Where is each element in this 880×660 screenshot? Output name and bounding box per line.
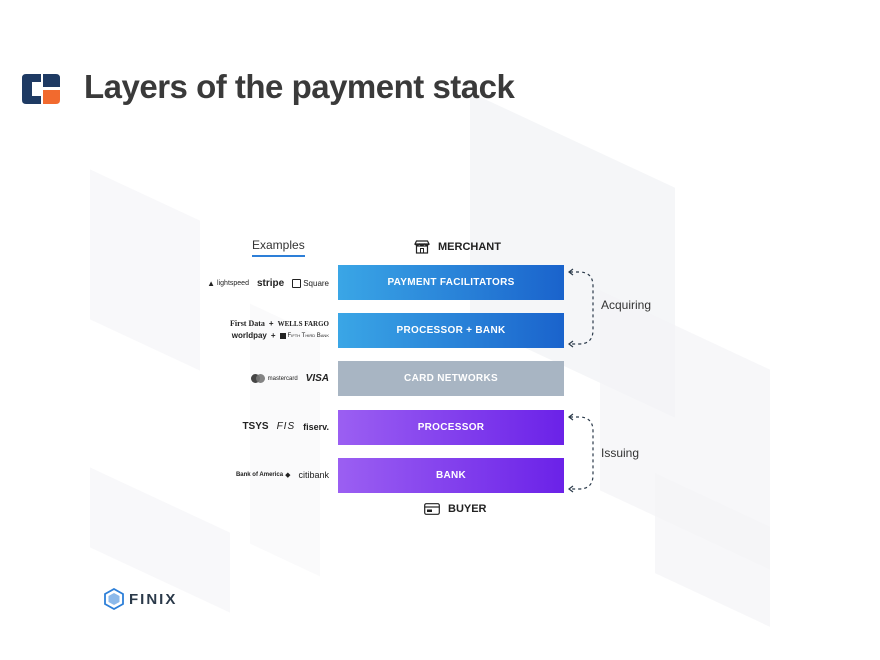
- layer-bank: BANK: [338, 458, 564, 493]
- issuing-bracket: [568, 413, 594, 493]
- mastercard-logo: mastercard: [250, 374, 298, 383]
- examples-bank: Bank of America ◆ citibank: [236, 470, 329, 480]
- finix-logo-icon: [104, 588, 124, 610]
- acquiring-bracket: [568, 268, 594, 348]
- citibank-logo: citibank: [298, 470, 329, 480]
- layer-label: PROCESSOR + BANK: [396, 325, 506, 336]
- example-pair: worldpay + Fifth Third Bank: [232, 331, 329, 340]
- first-data-logo: First Data: [230, 319, 265, 328]
- example-pair: First Data + WELLS FARGO: [230, 319, 329, 328]
- square-icon: [292, 279, 302, 288]
- merchant-endpoint: MERCHANT: [414, 240, 501, 254]
- acquiring-label: Acquiring: [601, 298, 652, 312]
- buyer-endpoint: BUYER: [424, 503, 487, 515]
- layer-label: PROCESSOR: [417, 422, 485, 433]
- worldpay-logo: worldpay: [231, 331, 267, 340]
- page-title: Layers of the payment stack: [84, 68, 515, 105]
- plus-sign: +: [268, 319, 274, 328]
- layer-processor: PROCESSOR: [338, 410, 564, 445]
- fis-logo: FIS: [276, 421, 296, 432]
- layer-payment-facilitators: PAYMENT FACILITATORS: [338, 265, 564, 300]
- fiserv-logo: fiserv.: [303, 421, 329, 432]
- layer-label: BANK: [435, 470, 467, 481]
- examples-payment-facilitators: ▲ lightspeed stripe Square: [207, 278, 329, 289]
- layer-label: PAYMENT FACILITATORS: [387, 277, 515, 288]
- layer-processor-bank: PROCESSOR + BANK: [338, 313, 564, 348]
- bank-of-america-logo: Bank of America ◆: [235, 472, 291, 479]
- background-stripe: [90, 169, 200, 371]
- background-stripe: [250, 303, 320, 577]
- stripe-logo: stripe: [256, 278, 285, 289]
- flag-icon: ◆: [285, 472, 291, 479]
- visa-logo: VISA: [305, 373, 329, 384]
- examples-card-networks: mastercard VISA: [250, 373, 329, 384]
- examples-processor-bank: First Data + WELLS FARGO worldpay + Fift…: [230, 319, 329, 340]
- storefront-icon: [414, 240, 430, 254]
- fifth-third-icon: [279, 332, 286, 339]
- layer-card-networks: CARD NETWORKS: [338, 361, 564, 396]
- buyer-label: BUYER: [448, 503, 487, 515]
- credit-card-icon: [424, 503, 440, 515]
- examples-processor: TSYS FIS fiserv.: [242, 421, 329, 432]
- finix-brand: FINIX: [104, 588, 177, 610]
- lightspeed-logo: ▲ lightspeed: [207, 279, 249, 288]
- examples-heading: Examples: [252, 238, 305, 257]
- mastercard-circles-icon: [250, 374, 265, 383]
- flame-icon: ▲: [207, 279, 216, 288]
- square-logo: Square: [292, 279, 329, 288]
- fifth-third-logo: Fifth Third Bank: [279, 332, 329, 339]
- tsys-logo: TSYS: [242, 421, 269, 432]
- brand-logo-icon: [22, 74, 60, 104]
- issuing-label: Issuing: [601, 446, 640, 460]
- merchant-label: MERCHANT: [438, 241, 501, 253]
- plus-sign: +: [270, 331, 276, 340]
- finix-wordmark: FINIX: [129, 590, 178, 608]
- layer-label: CARD NETWORKS: [404, 373, 498, 384]
- wells-fargo-logo: WELLS FARGO: [277, 319, 329, 328]
